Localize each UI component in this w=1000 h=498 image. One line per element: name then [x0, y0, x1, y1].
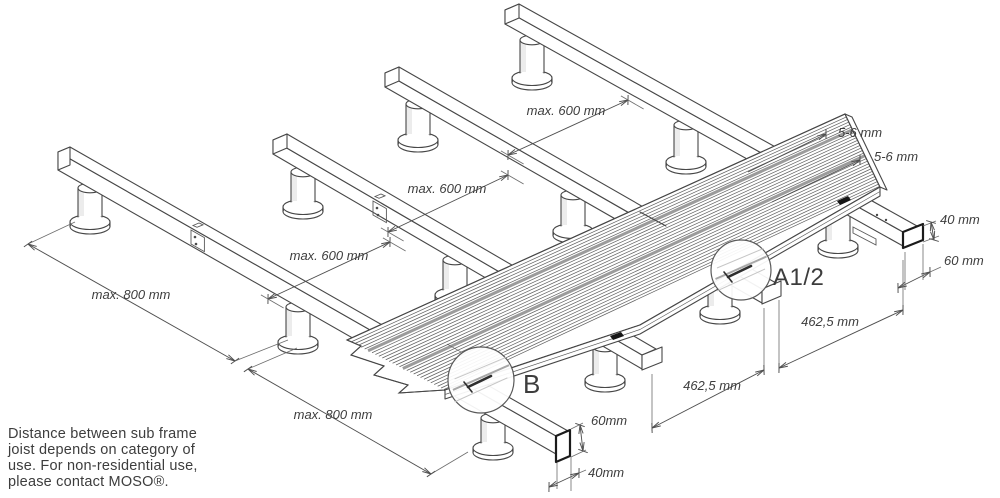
note-text: Distance between sub frame joist depends…	[7, 426, 198, 490]
detail-label-a: A1/2	[773, 264, 824, 291]
dim-label-joist-spacing-2: max. 600 mm	[408, 181, 487, 196]
subframe-scene	[23, 3, 942, 493]
dim-label-joist-width-flat: 60 mm	[944, 253, 984, 268]
dim-label-joist-spacing-1: max. 600 mm	[527, 103, 606, 118]
note-line-3: use. For non-residential use,	[8, 458, 198, 474]
dim-label-joist-end-spacing-2: 462,5 mm	[801, 314, 859, 329]
dim-label-joist-spacing-3: max. 600 mm	[290, 248, 369, 263]
note-line-1: Distance between sub frame	[8, 426, 197, 442]
dim-label-pedestal-spacing-1: max. 800 mm	[92, 287, 171, 302]
detail-label-b: B	[523, 369, 540, 399]
dim-label-joist-width-edge: 40mm	[588, 465, 624, 480]
dim-label-joist-height-flat: 40 mm	[940, 212, 980, 227]
note-line-4: please contact MOSO®.	[8, 474, 169, 490]
dim-label-pedestal-spacing-2: max. 800 mm	[294, 407, 373, 422]
dim-label-joist-height-edge: 60mm	[591, 413, 627, 428]
dim-label-board-gap-2: 5-6 mm	[874, 149, 918, 164]
dim-label-joist-end-spacing-1: 462,5 mm	[683, 378, 741, 393]
dim-label-board-gap-1: 5-6 mm	[838, 125, 882, 140]
note-line-2: joist depends on category of	[7, 442, 196, 458]
